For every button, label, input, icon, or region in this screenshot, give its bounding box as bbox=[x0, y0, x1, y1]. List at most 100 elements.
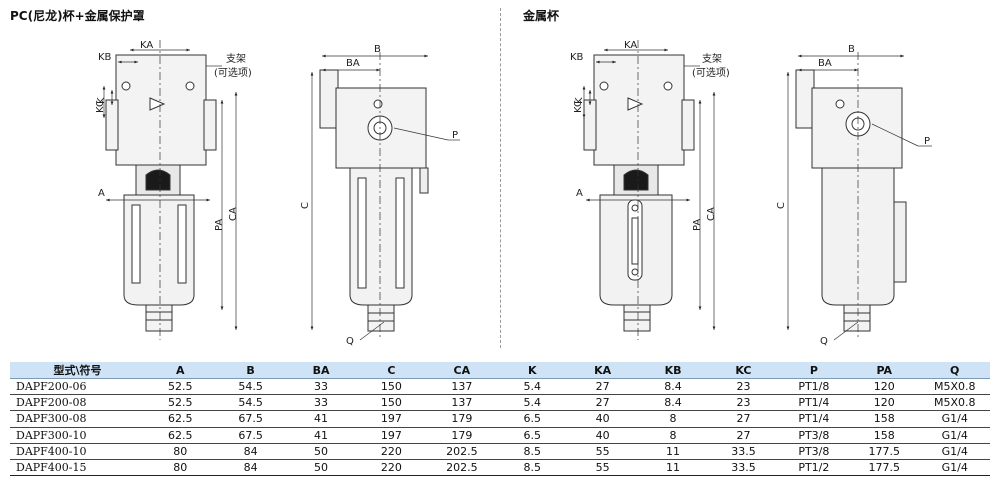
metal-dim-label-ka: KA bbox=[624, 40, 637, 51]
dim-label-k: K bbox=[96, 97, 107, 104]
table-cell-model: DAPF400-15 bbox=[10, 459, 145, 477]
front-view-pc-cup bbox=[105, 54, 217, 332]
col-header-p: P bbox=[778, 362, 850, 379]
table-cell: 50 bbox=[285, 443, 357, 460]
table-cell: 6.5 bbox=[497, 410, 568, 428]
table-cell: 197 bbox=[356, 410, 427, 428]
table-cell: 55 bbox=[567, 443, 638, 460]
table-cell: 54.5 bbox=[215, 378, 286, 396]
metal-side-view-dims bbox=[786, 52, 932, 341]
table-cell: 23 bbox=[708, 394, 779, 412]
table-cell: 137 bbox=[426, 378, 498, 396]
table-cell: 54.5 bbox=[215, 394, 286, 412]
table-cell: 40 bbox=[567, 427, 638, 444]
metal-dim-label-kc: KC bbox=[573, 100, 584, 113]
table-cell: 33 bbox=[285, 378, 357, 396]
table-cell: 177.5 bbox=[849, 459, 920, 477]
table-cell: 33 bbox=[285, 394, 357, 412]
table-row: DAPF200-06 52.5 54.5 33 150 137 5.4 27 8… bbox=[10, 378, 990, 396]
table-cell: 80 bbox=[145, 443, 216, 460]
table-cell: 5.4 bbox=[497, 378, 568, 396]
table-cell: 177.5 bbox=[849, 443, 920, 460]
table-cell: 41 bbox=[285, 427, 357, 444]
metal-dim-label-ba: BA bbox=[818, 58, 832, 69]
metal-bracket-label: 支架 bbox=[702, 53, 722, 65]
table-cell: 27 bbox=[708, 427, 779, 444]
table-cell: 120 bbox=[849, 394, 920, 412]
col-header-kb: KB bbox=[637, 362, 709, 379]
table-cell: 23 bbox=[708, 378, 779, 396]
dim-label-ca: CA bbox=[228, 207, 239, 221]
table-cell: 27 bbox=[708, 410, 779, 428]
dim-label-kb: KB bbox=[98, 52, 112, 63]
col-header-q: Q bbox=[919, 362, 990, 379]
col-header-ka: KA bbox=[567, 362, 638, 379]
table-cell: 137 bbox=[426, 394, 498, 412]
metal-dim-label-pa: PA bbox=[692, 219, 703, 231]
bracket-label: 支架 bbox=[226, 53, 246, 65]
table-cell: 197 bbox=[356, 427, 427, 444]
metal-dim-label-a: A bbox=[576, 188, 583, 199]
table-cell: 52.5 bbox=[145, 378, 216, 396]
table-cell: 202.5 bbox=[426, 443, 498, 460]
dim-label-q: Q bbox=[346, 336, 354, 347]
table-cell-model: DAPF300-10 bbox=[10, 427, 145, 444]
table-cell: 67.5 bbox=[215, 410, 286, 428]
table-cell: 120 bbox=[849, 378, 920, 396]
dim-label-ka: KA bbox=[140, 40, 153, 51]
col-header-ca: CA bbox=[426, 362, 498, 379]
table-cell: 11 bbox=[637, 443, 709, 460]
table-row: DAPF300-10 62.5 67.5 41 197 179 6.5 40 8… bbox=[10, 427, 990, 444]
metal-dim-label-c: C bbox=[776, 202, 787, 209]
col-header-a: A bbox=[145, 362, 216, 379]
metal-dim-label-q: Q bbox=[820, 336, 828, 347]
metal-dim-label-k: K bbox=[574, 97, 585, 104]
table-row: DAPF400-15 80 84 50 220 202.5 8.5 55 11 … bbox=[10, 459, 990, 477]
table-row: DAPF300-08 62.5 67.5 41 197 179 6.5 40 8… bbox=[10, 410, 990, 428]
table-cell: 150 bbox=[356, 378, 427, 396]
front-view-metal-cup bbox=[583, 54, 695, 332]
table-cell: PT1/4 bbox=[778, 394, 850, 412]
table-row: DAPF400-10 80 84 50 220 202.5 8.5 55 11 … bbox=[10, 443, 990, 460]
table-cell: 158 bbox=[849, 427, 920, 444]
dim-label-ba: BA bbox=[346, 58, 360, 69]
col-header-c: C bbox=[356, 362, 427, 379]
metal-dim-label-b: B bbox=[848, 44, 855, 55]
side-view-dims bbox=[310, 52, 460, 341]
col-header-ba: BA bbox=[285, 362, 357, 379]
table-cell: 179 bbox=[426, 427, 498, 444]
table-cell-model: DAPF400-10 bbox=[10, 443, 145, 460]
table-cell: 8 bbox=[637, 410, 709, 428]
dim-label-b: B bbox=[374, 44, 381, 55]
table-cell: 40 bbox=[567, 410, 638, 428]
col-header-model: 型式\符号 bbox=[10, 362, 145, 379]
table-cell: 41 bbox=[285, 410, 357, 428]
table-cell: 179 bbox=[426, 410, 498, 428]
dim-label-p: P bbox=[452, 130, 458, 141]
table-cell: 5.4 bbox=[497, 394, 568, 412]
section-title-metal-cup: 金属杯 bbox=[523, 9, 560, 23]
table-cell: 202.5 bbox=[426, 459, 498, 477]
table-cell: 84 bbox=[215, 459, 286, 477]
table-cell: 220 bbox=[356, 443, 427, 460]
dim-label-pa: PA bbox=[214, 219, 225, 231]
col-header-kc: KC bbox=[708, 362, 779, 379]
col-header-b: B bbox=[215, 362, 286, 379]
section-divider bbox=[500, 8, 501, 348]
table-cell: 8.5 bbox=[497, 459, 568, 477]
spec-table: 型式\符号 A B BA C CA K KA KB KC P PA Q DAPF… bbox=[10, 362, 990, 477]
side-view-pc-cup bbox=[319, 69, 429, 332]
table-cell: 8.4 bbox=[637, 378, 709, 396]
table-cell: 33.5 bbox=[708, 459, 779, 477]
table-cell: 8.4 bbox=[637, 394, 709, 412]
table-cell: G1/4 bbox=[919, 443, 990, 460]
table-cell: 8.5 bbox=[497, 443, 568, 460]
table-cell: PT3/8 bbox=[778, 443, 850, 460]
table-cell: M5X0.8 bbox=[919, 394, 990, 412]
table-cell: 50 bbox=[285, 459, 357, 477]
col-header-pa: PA bbox=[849, 362, 920, 379]
table-cell: 27 bbox=[567, 394, 638, 412]
spec-table-header-row: 型式\符号 A B BA C CA K KA KB KC P PA Q bbox=[10, 362, 990, 379]
table-cell: 158 bbox=[849, 410, 920, 428]
table-cell: 67.5 bbox=[215, 427, 286, 444]
